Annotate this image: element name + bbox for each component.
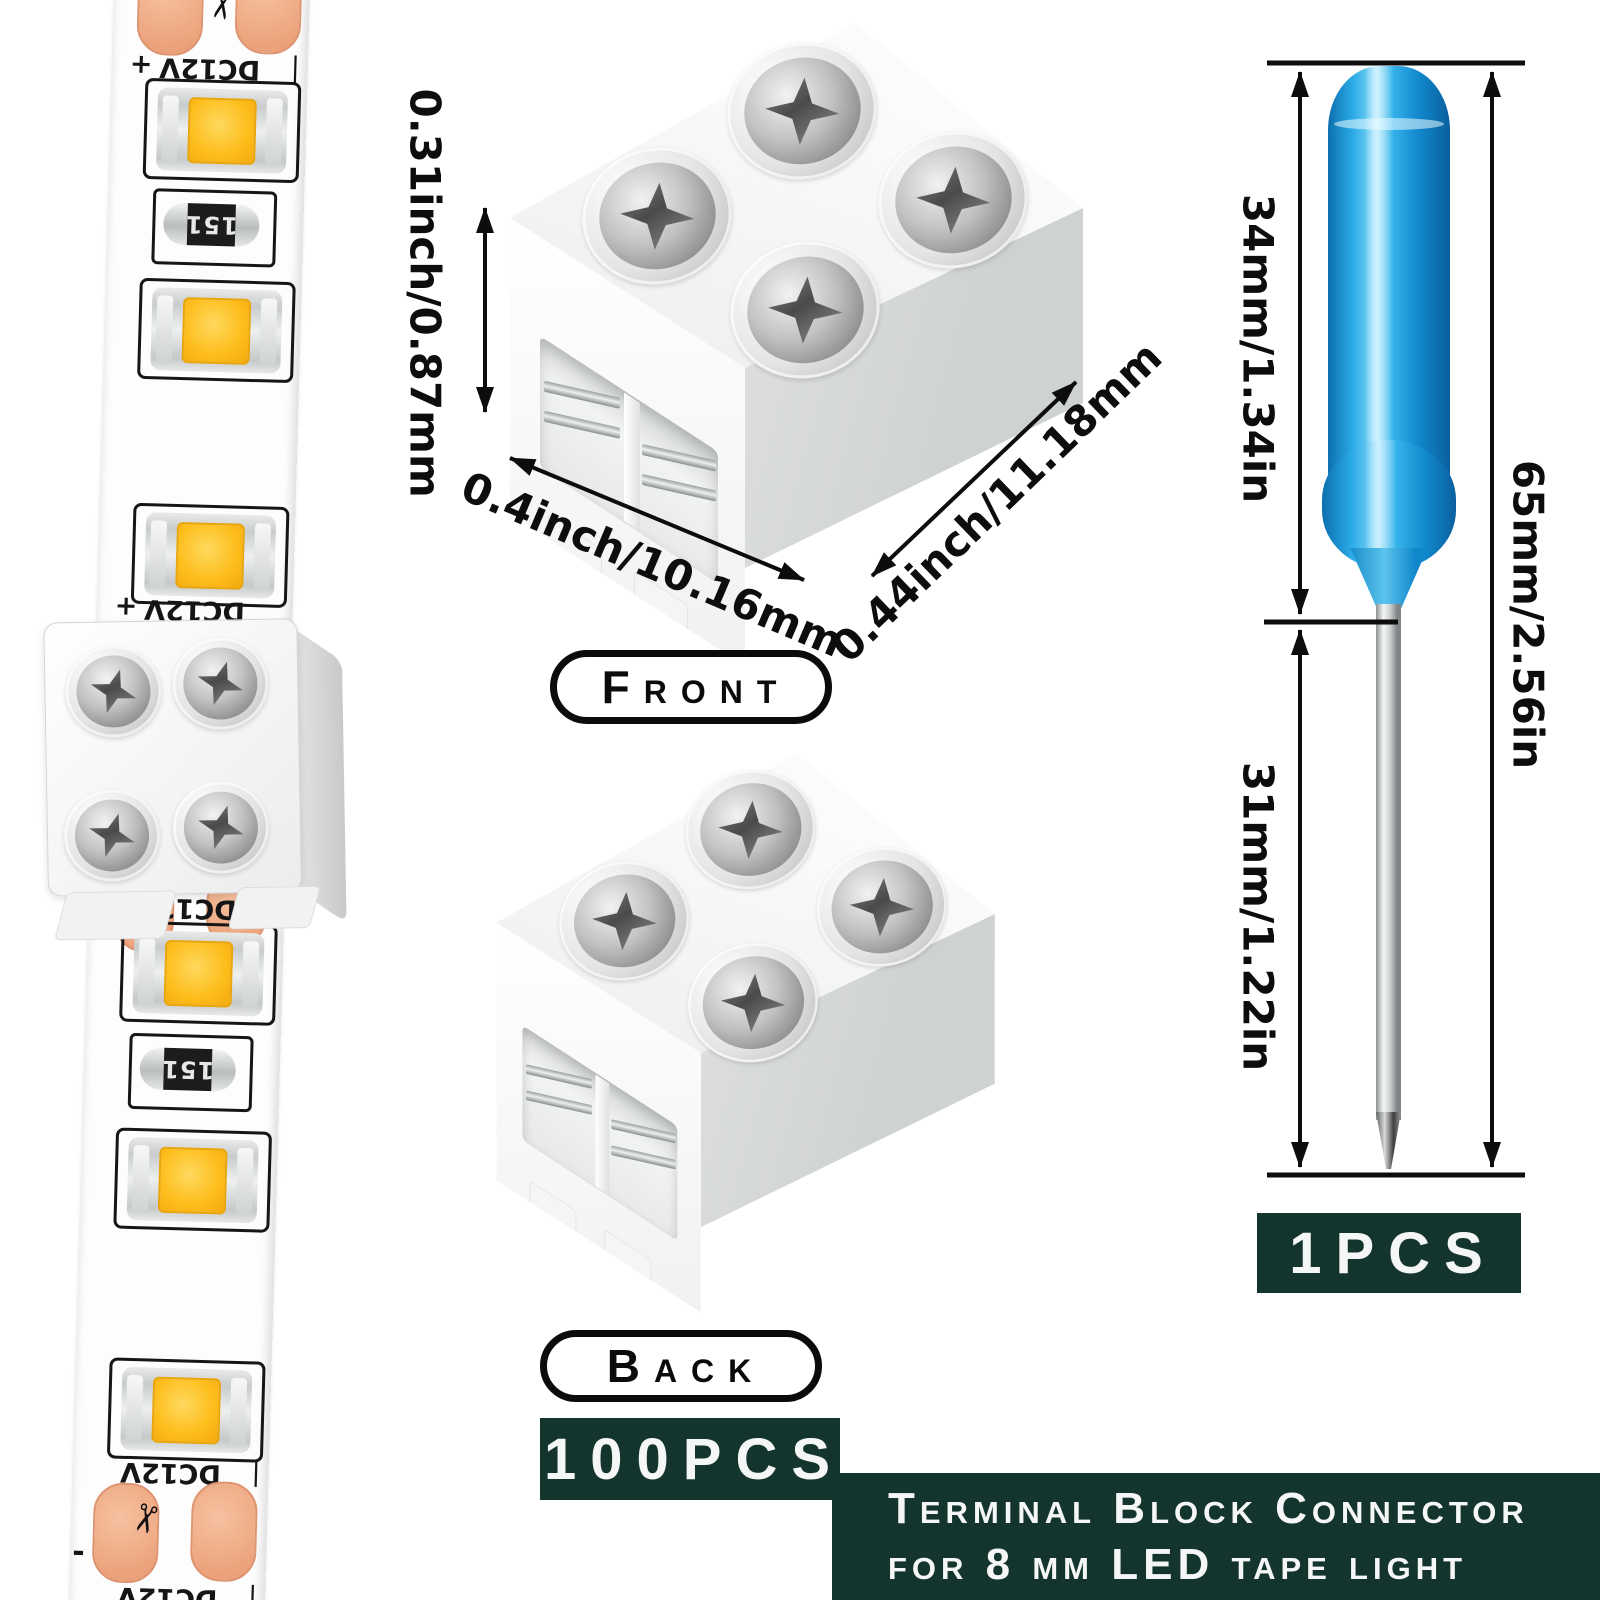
- banner-line-1: Terminal Block Connector: [888, 1484, 1529, 1533]
- screwdriver-handle: [1328, 66, 1450, 496]
- quantity-badge-100pcs: 100PCS: [540, 1418, 840, 1500]
- terminal-block-front-view: [505, 8, 1088, 668]
- handle-length-dimension: 34mm/1.34in: [1233, 193, 1283, 504]
- screwdriver-shaft: [1376, 604, 1401, 1120]
- total-length-dimension: 65mm/2.56in: [1503, 459, 1553, 770]
- front-label-pill: Front: [550, 650, 832, 724]
- banner-line-2: for 8 mm LED tape light: [888, 1540, 1468, 1589]
- product-title-banner: Terminal Block Connector for 8 mm LED ta…: [832, 1473, 1600, 1600]
- shaft-length-dimension: 31mm/1.22in: [1233, 761, 1283, 1072]
- front-height-dimension: 0.31inch/0.87mm: [400, 88, 450, 498]
- quantity-badge-1pcs: 1PCS: [1257, 1213, 1521, 1293]
- terminal-block-back-view: [492, 740, 999, 1314]
- back-label-pill: Back: [540, 1330, 822, 1402]
